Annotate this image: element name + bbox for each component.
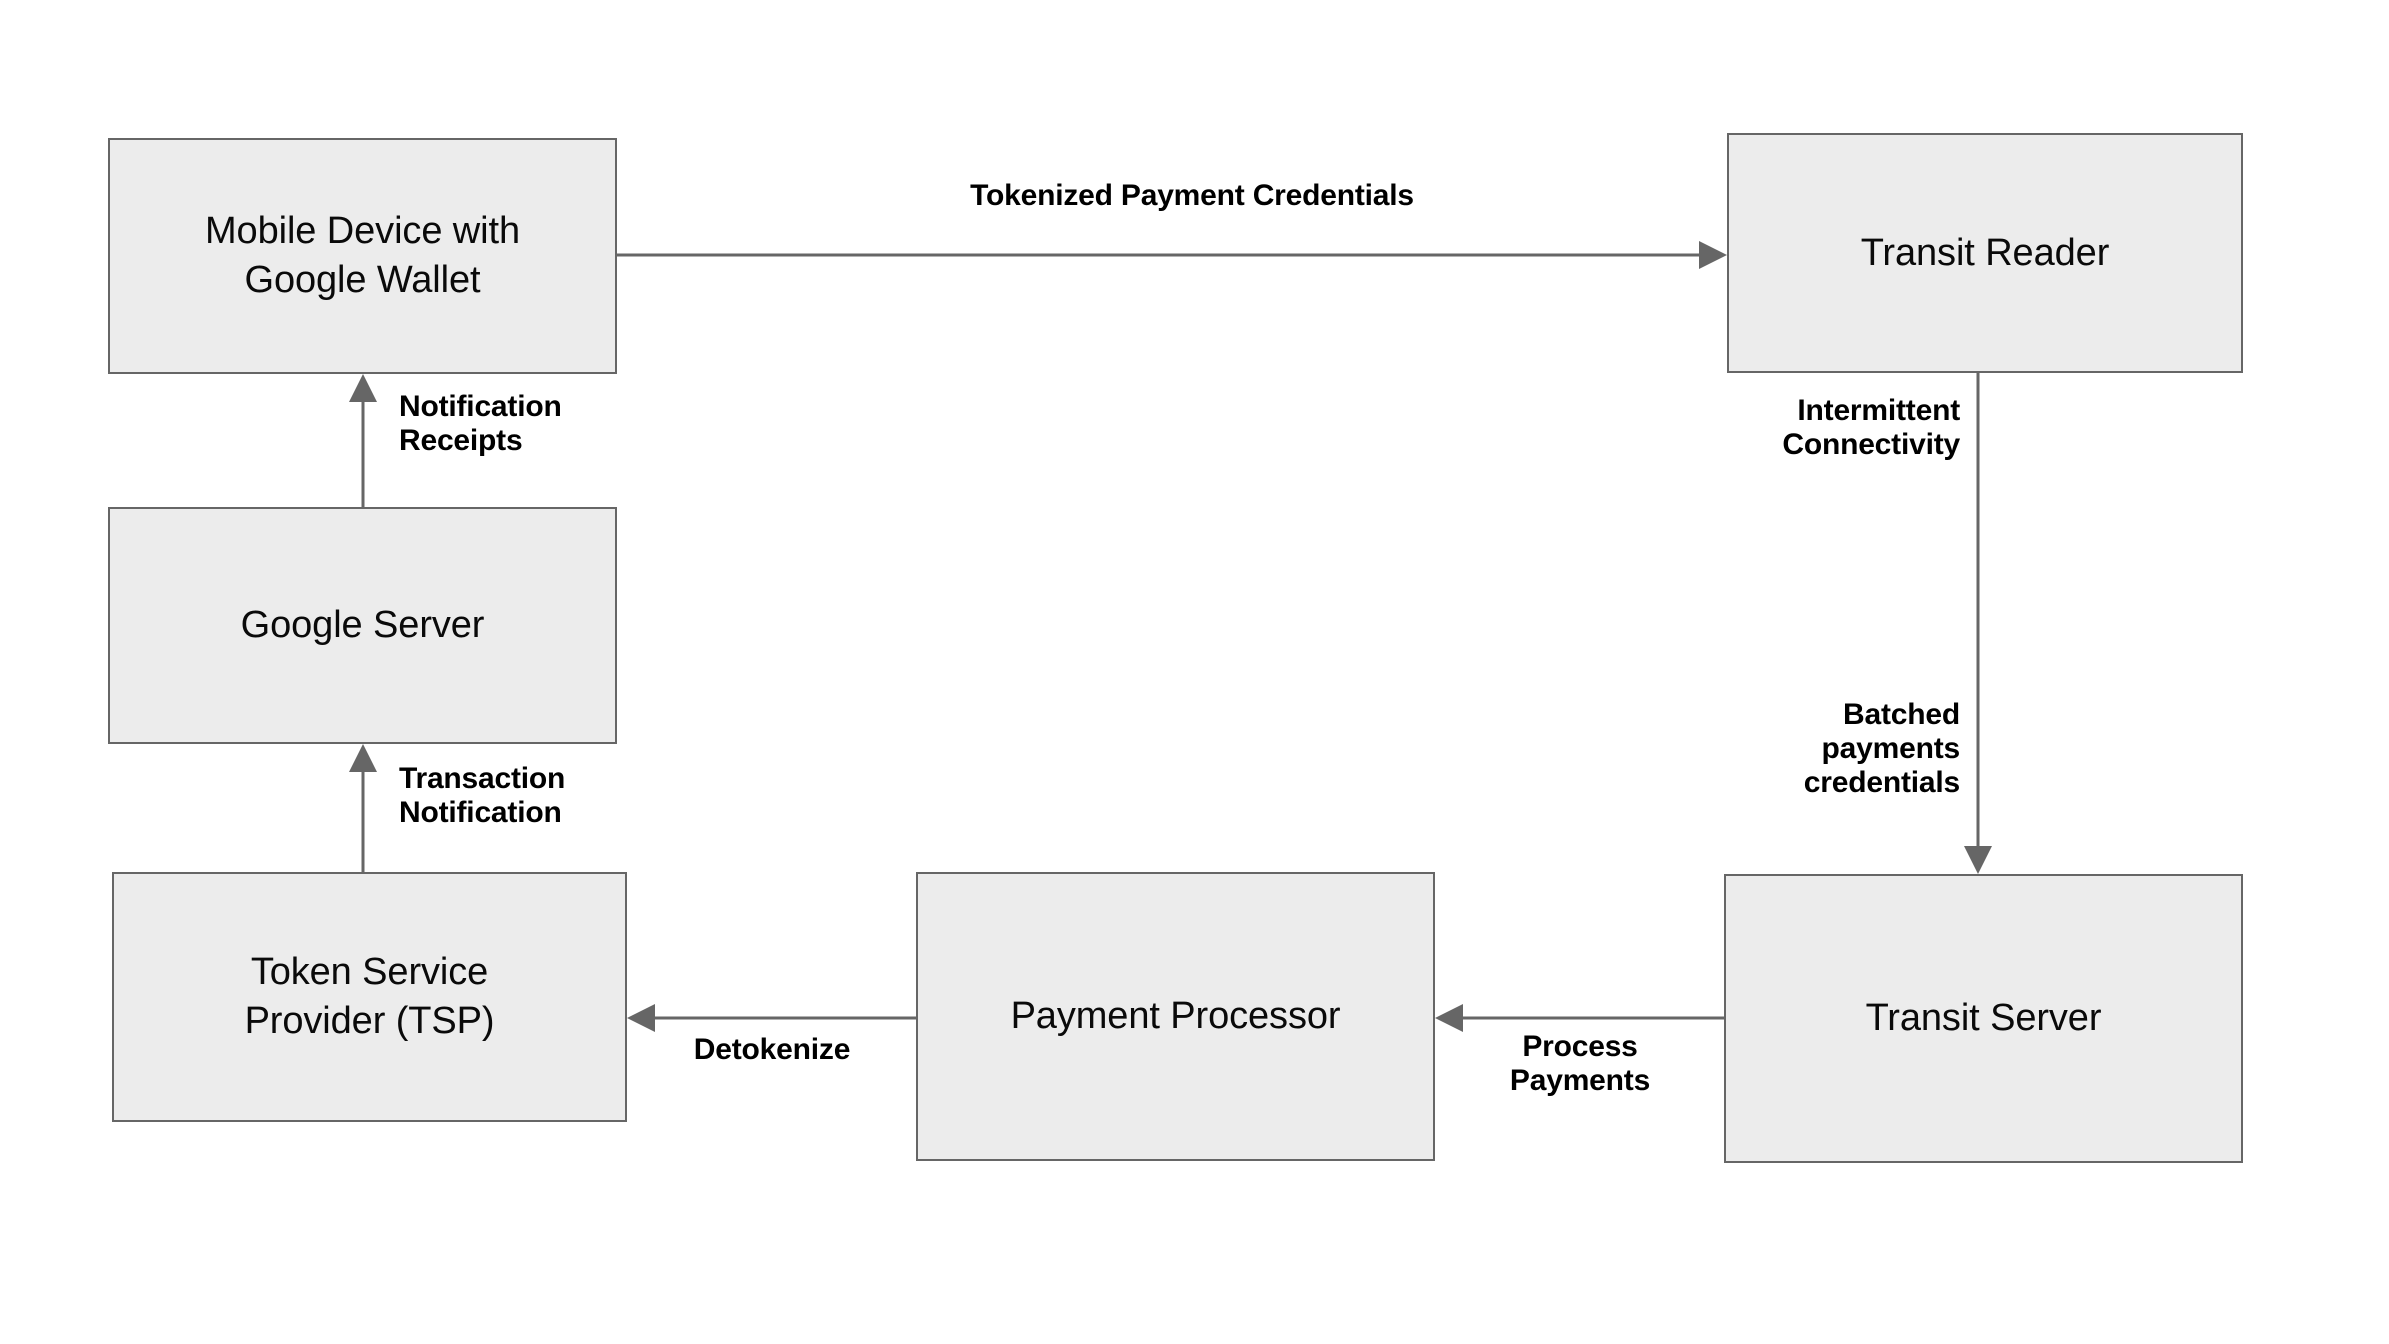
node-transit-reader[interactable]: Transit Reader bbox=[1727, 133, 2243, 373]
edge-transaction-notification bbox=[349, 744, 377, 872]
node-label-token-service-provider: Token Service Provider (TSP) bbox=[244, 951, 495, 1042]
node-label-transit-reader: Transit Reader bbox=[1860, 231, 2110, 274]
edge-label-batched-payments-credentials: Batched payments credentials bbox=[1803, 698, 1960, 799]
edge-transit-reader-to-transit-server bbox=[1964, 373, 1992, 874]
edge-label-transaction-notification: Transaction Notification bbox=[399, 762, 566, 829]
node-transit-server[interactable]: Transit Server bbox=[1724, 874, 2243, 1163]
edge-label-intermittent-connectivity: Intermittent Connectivity bbox=[1782, 394, 1960, 461]
node-mobile-device[interactable]: Mobile Device with Google Wallet bbox=[108, 138, 617, 374]
node-label-mobile-device: Mobile Device with Google Wallet bbox=[205, 210, 520, 301]
node-label-google-server: Google Server bbox=[240, 604, 485, 647]
edge-notification-receipts bbox=[349, 374, 377, 507]
edge-detokenize bbox=[627, 1004, 916, 1032]
node-label-payment-processor: Payment Processor bbox=[1010, 995, 1341, 1038]
node-label-transit-server: Transit Server bbox=[1865, 997, 2102, 1040]
edge-label-process-payments: Process Payments bbox=[1509, 1030, 1651, 1097]
node-payment-processor[interactable]: Payment Processor bbox=[916, 872, 1435, 1161]
edge-tokenized-payment-credentials bbox=[617, 241, 1727, 269]
edge-label-detokenize: Detokenize bbox=[693, 1033, 851, 1066]
edge-process-payments bbox=[1435, 1004, 1724, 1032]
node-google-server[interactable]: Google Server bbox=[108, 507, 617, 744]
node-token-service-provider[interactable]: Token Service Provider (TSP) bbox=[112, 872, 627, 1122]
edge-label-tokenized-payment-credentials: Tokenized Payment Credentials bbox=[970, 179, 1414, 212]
edge-label-notification-receipts: Notification Receipts bbox=[399, 390, 562, 457]
